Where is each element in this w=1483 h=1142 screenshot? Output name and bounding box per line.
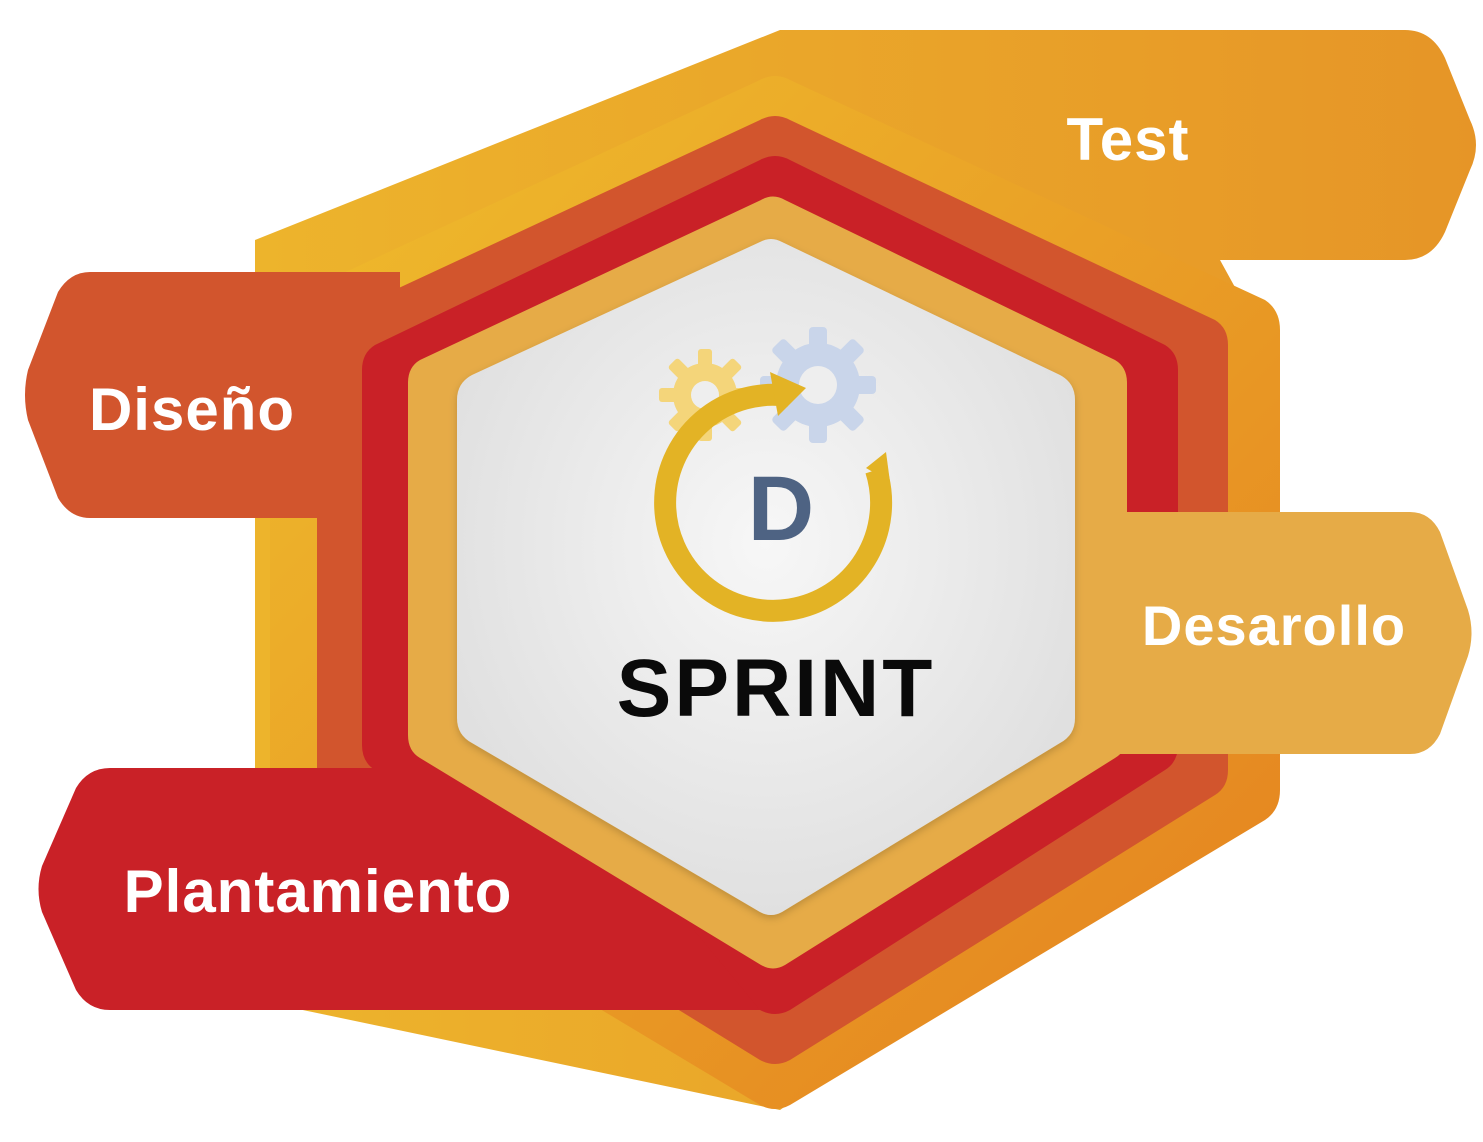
stage-label-diseno: Diseño xyxy=(89,376,295,443)
logo-letter: D xyxy=(748,458,814,560)
gear-icon xyxy=(760,327,876,443)
cycle-arrow-icon xyxy=(654,372,893,622)
center-title: SPRINT xyxy=(617,643,936,734)
stage-label-desarollo: Desarollo xyxy=(1142,594,1406,657)
stage-label-plantamiento: Plantamiento xyxy=(124,858,513,925)
center-hexagon xyxy=(457,239,1075,915)
stage-label-test: Test xyxy=(1067,106,1190,173)
